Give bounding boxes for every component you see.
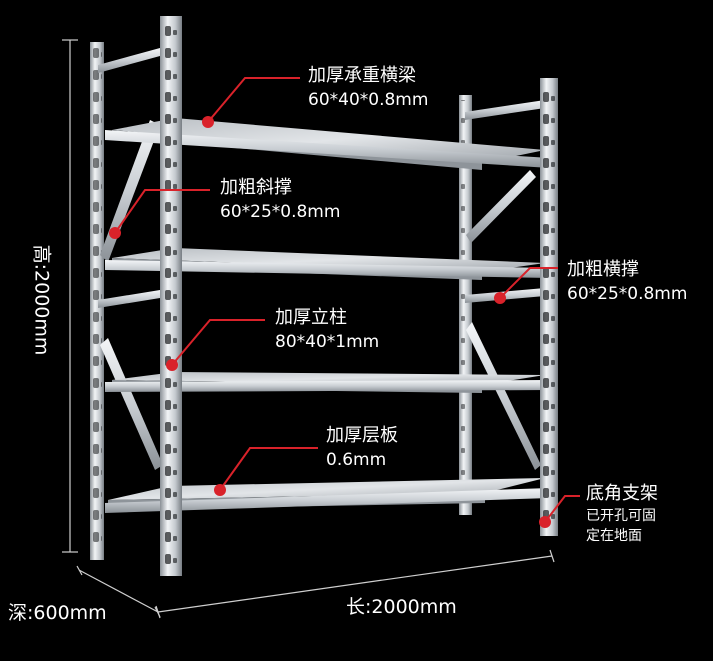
callout-beam-spec: 60*40*0.8mm [308, 90, 429, 110]
callout-beam: 加厚承重横梁 60*40*0.8mm [308, 64, 428, 112]
height-dimension-label: 高:2000mm [30, 244, 53, 356]
callout-foot-note-1: 已开孔可固 [586, 508, 656, 524]
callout-leaders [114, 77, 580, 523]
callout-upright: 加厚立柱 80*40*1mm [275, 306, 379, 354]
callout-diagonal: 加粗斜撑 60*25*0.8mm [220, 176, 340, 224]
callout-cross-brace-spec: 60*25*0.8mm [567, 284, 688, 304]
callout-cross-brace: 加粗横撑 60*25*0.8mm [567, 258, 687, 306]
callout-shelf-board: 加厚层板 0.6mm [326, 424, 398, 472]
callout-shelf-board-spec: 0.6mm [326, 450, 387, 470]
callout-foot-note-2: 定在地面 [586, 528, 642, 544]
callout-upright-spec: 80*40*1mm [275, 332, 380, 352]
callout-dots [109, 116, 551, 528]
callout-diagonal-title: 加粗斜撑 [220, 177, 292, 198]
callout-shelf-board-title: 加厚层板 [326, 425, 398, 446]
callout-foot-title: 底角支架 [586, 483, 658, 504]
callout-cross-brace-title: 加粗横撑 [567, 259, 639, 280]
front-uprights [160, 16, 558, 576]
dimension-lines [62, 39, 555, 619]
callout-beam-title: 加厚承重横梁 [308, 65, 416, 86]
back-uprights [90, 42, 472, 560]
diagonal-braces [100, 120, 541, 470]
length-dimension-label: 长:2000mm [346, 596, 457, 618]
callout-upright-title: 加厚立柱 [275, 307, 347, 328]
callout-diagonal-spec: 60*25*0.8mm [220, 202, 341, 222]
depth-dimension-label: 深:600mm [8, 602, 107, 624]
callout-foot: 底角支架 已开孔可固 定在地面 [586, 482, 658, 546]
front-beams [105, 130, 550, 513]
